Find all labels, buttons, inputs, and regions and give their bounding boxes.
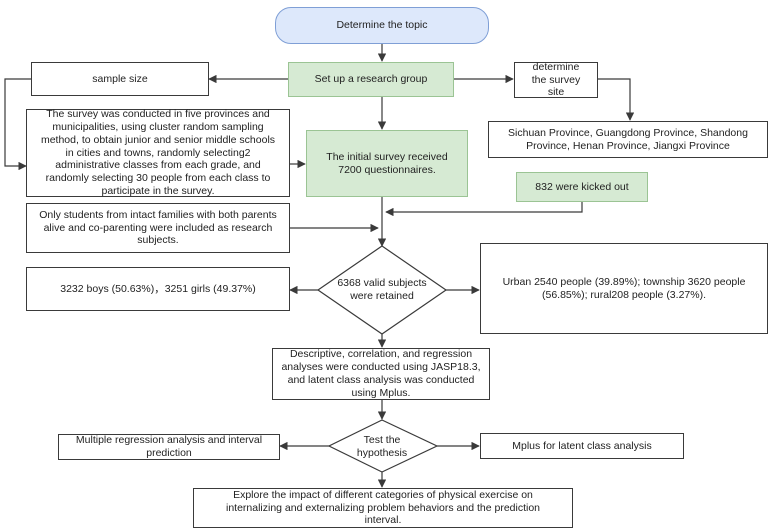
determine-topic-node: Determine the topic — [275, 7, 489, 44]
research-group-node: Set up a research group — [288, 62, 454, 97]
analysis-node: Descriptive, correlation, and regression… — [272, 348, 490, 400]
test-hypothesis-diamond — [327, 419, 439, 473]
initial-survey-node: The initial survey received 7200 questio… — [306, 130, 468, 197]
multiple-regression-node: Multiple regression analysis and interva… — [58, 434, 280, 460]
edge-site-to-provinces — [598, 78, 635, 121]
test-hypothesis-label: Test the hypothesis — [356, 434, 408, 459]
valid-subjects-label: 6368 valid subjects were retained — [337, 277, 427, 302]
gender-node: 3232 boys (50.63%)，3251 girls (49.37%) — [26, 267, 290, 311]
residence-node: Urban 2540 people (39.89%); township 362… — [480, 243, 768, 334]
edge-sample-size-to-method — [4, 78, 31, 171]
survey-site-node: determine the survey site — [514, 61, 598, 98]
sampling-method-node: The survey was conducted in five provinc… — [26, 108, 290, 197]
edge-kicked-out-to-main — [385, 202, 583, 217]
provinces-node: Sichuan Province, Guangdong Province, Sh… — [488, 121, 768, 158]
sample-size-node: sample size — [31, 62, 209, 96]
mplus-node: Mplus for latent class analysis — [480, 433, 684, 459]
conclusion-node: Explore the impact of different categori… — [193, 488, 573, 528]
valid-subjects-diamond — [316, 245, 448, 335]
intact-families-node: Only students from intact families with … — [26, 203, 290, 253]
kicked-out-node: 832 were kicked out — [516, 172, 648, 202]
